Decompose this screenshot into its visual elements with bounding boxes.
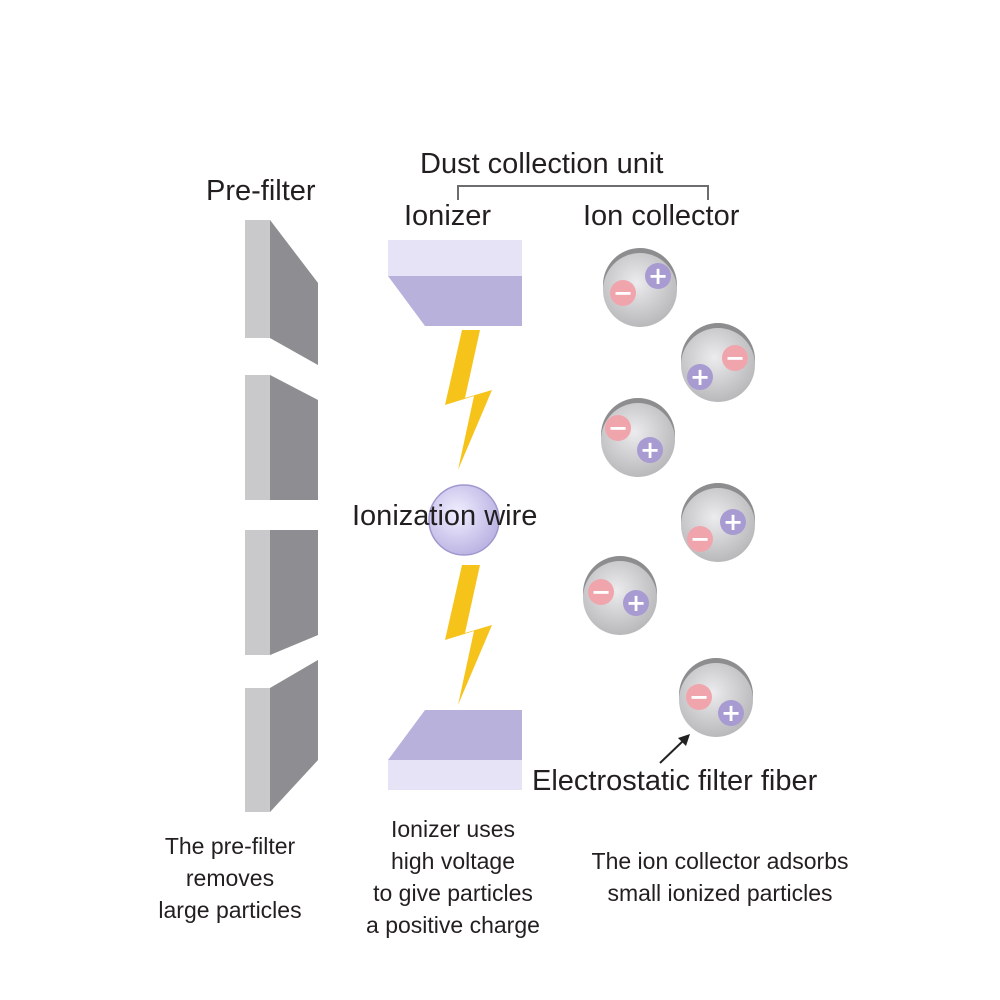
positive-charge-sign: + <box>723 508 743 536</box>
charged-particles: −+−+−+−+−+−+ <box>583 248 755 737</box>
positive-charge-circle <box>645 263 671 289</box>
positive-charge-circle <box>637 437 663 463</box>
negative-charge-circle <box>687 526 713 552</box>
negative-charge-sign: − <box>689 683 709 711</box>
positive-charge-sign: + <box>626 589 646 617</box>
dust-unit-bracket <box>457 185 709 200</box>
ionizer-caption: Ionizer uses high voltage to give partic… <box>343 813 563 941</box>
caption-line: large particles <box>158 897 302 923</box>
caption-line: Ionizer uses <box>390 816 515 842</box>
positive-charge-sign: + <box>640 436 660 464</box>
ion-collector-caption: The ion collector adsorbs small ionized … <box>560 845 880 909</box>
negative-charge-circle <box>605 415 631 441</box>
caption-line: a positive charge <box>366 912 540 938</box>
fiber-pointer-arrow <box>659 739 685 764</box>
negative-charge-sign: − <box>725 344 745 372</box>
caption-line: to give particles <box>373 880 533 906</box>
lightning-bolt-upper <box>445 330 492 470</box>
negative-charge-sign: − <box>613 279 633 307</box>
caption-line: The pre-filter <box>164 833 296 859</box>
negative-charge-sign: − <box>608 414 628 442</box>
electrostatic-filter-fiber-label: Electrostatic filter fiber <box>532 765 818 797</box>
pre-filter-panels <box>245 220 318 812</box>
positive-charge-sign: + <box>648 262 668 290</box>
pre-filter-panel <box>245 660 318 812</box>
negative-charge-sign: − <box>690 525 710 553</box>
ion-collector-title: Ion collector <box>583 200 740 232</box>
pre-filter-title: Pre-filter <box>206 175 316 207</box>
caption-line: high voltage <box>390 848 516 874</box>
caption-line: small ionized particles <box>607 880 833 906</box>
pre-filter-caption: The pre-filter removes large particles <box>130 830 330 926</box>
positive-charge-circle <box>687 364 713 390</box>
negative-charge-circle <box>722 345 748 371</box>
positive-charge-circle <box>720 509 746 535</box>
positive-charge-circle <box>718 700 744 726</box>
caption-line: removes <box>185 865 275 891</box>
negative-charge-sign: − <box>591 578 611 606</box>
positive-charge-sign: + <box>690 363 710 391</box>
lightning-bolt-lower <box>445 565 492 705</box>
ionization-wire-label: Ionization wire <box>352 500 538 532</box>
ionizer-plate-top <box>388 240 522 326</box>
pre-filter-panel <box>245 375 318 500</box>
fiber-pointer-arrowhead <box>678 734 690 746</box>
negative-charge-circle <box>610 280 636 306</box>
pre-filter-panel <box>245 530 318 655</box>
ionization-wire-circle <box>428 484 500 556</box>
ionizer-plate-bottom <box>388 710 522 790</box>
positive-charge-circle <box>623 590 649 616</box>
caption-line: The ion collector adsorbs <box>591 848 849 874</box>
dust-collection-unit-title: Dust collection unit <box>420 148 664 180</box>
pre-filter-panel <box>245 220 318 365</box>
negative-charge-circle <box>686 684 712 710</box>
positive-charge-sign: + <box>721 699 741 727</box>
ionizer-title: Ionizer <box>404 200 492 232</box>
negative-charge-circle <box>588 579 614 605</box>
